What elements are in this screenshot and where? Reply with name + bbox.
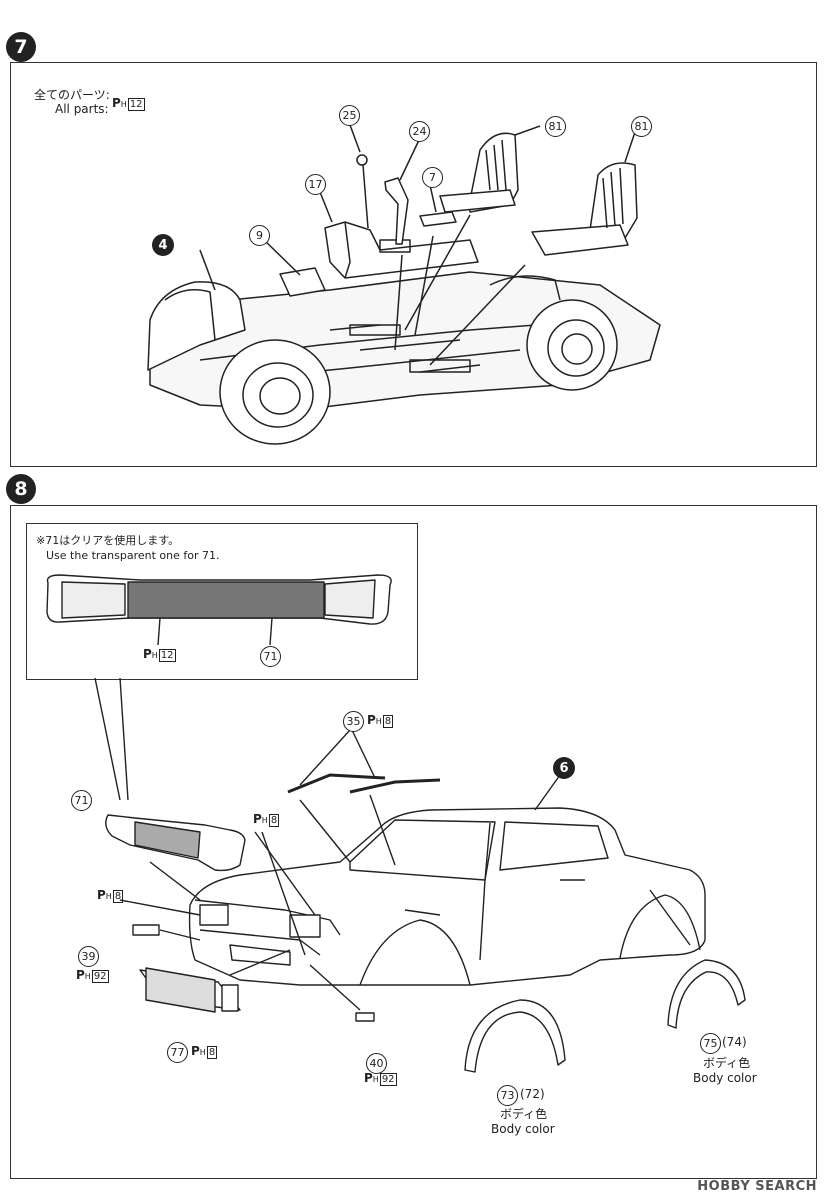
callout-6: 6 (553, 757, 575, 779)
callout-75: 75 (700, 1033, 721, 1054)
body-color-en-75: Body color (693, 1071, 757, 1085)
callout-72-label: (72) (520, 1087, 545, 1101)
step-8-number: 8 (6, 474, 36, 504)
callout-24: 24 (409, 121, 430, 142)
callout-39: 39 (78, 946, 99, 967)
all-parts-jp: 全てのパーツ: (34, 88, 110, 102)
hobby-search-watermark: HOBBY SEARCH (697, 1179, 817, 1194)
callout-71: 71 (71, 790, 92, 811)
inset-callout-71: 71 (260, 646, 281, 667)
callout-73: 73 (497, 1085, 518, 1106)
callout-74-label: (74) (722, 1035, 747, 1049)
callout-9: 9 (249, 225, 270, 246)
body-color-jp-75: ボディ色 (703, 1056, 751, 1070)
callout-7: 7 (422, 167, 443, 188)
callout-77: 77 (167, 1042, 188, 1063)
step-7-number: 7 (6, 32, 36, 62)
callout-35: 35 (343, 711, 364, 732)
callout-4: 4 (152, 234, 174, 256)
all-parts-en: All parts: (55, 102, 109, 116)
inset-note-jp: ※71はクリアを使用します。 (36, 534, 180, 547)
inset-note-en: Use the transparent one for 71. (46, 549, 220, 562)
body-color-en-73: Body color (491, 1122, 555, 1136)
callout-81-rear: 81 (631, 116, 652, 137)
callout-25: 25 (339, 105, 360, 126)
callout-40: 40 (366, 1053, 387, 1074)
body-color-jp-73: ボディ色 (500, 1107, 548, 1121)
callout-17: 17 (305, 174, 326, 195)
callout-81-front: 81 (545, 116, 566, 137)
